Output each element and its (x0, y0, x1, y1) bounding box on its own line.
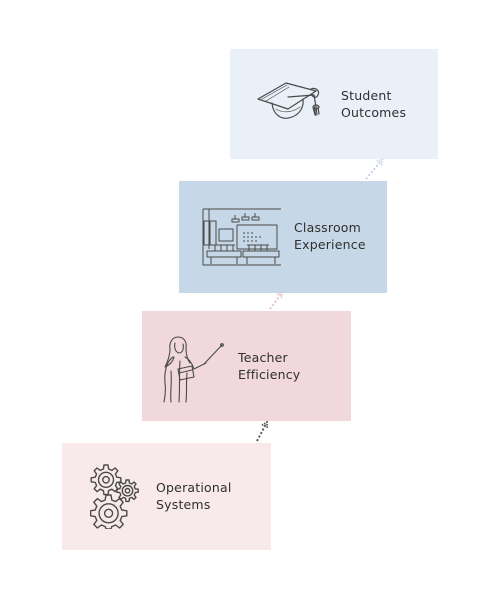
stage-operational-systems: Operational Systems (62, 443, 271, 550)
stage-label-line2: Outcomes (341, 105, 407, 120)
stage-teacher-efficiency: Teacher Efficiency (142, 311, 351, 421)
stage-label-line1: Operational (156, 480, 232, 495)
classroom-icon (202, 208, 281, 266)
stage-student-outcomes: Student Outcomes (230, 49, 438, 159)
teacher-icon (163, 336, 224, 403)
stage-label: Operational Systems (156, 479, 232, 513)
arrow-operational-to-teacher (256, 420, 269, 442)
graduation-cap-icon (257, 82, 320, 119)
stage-label-line2: Experience (294, 237, 366, 252)
stage-label-line1: Student (341, 88, 392, 103)
stage-label: Teacher Efficiency (238, 349, 300, 383)
stage-label: Student Outcomes (341, 87, 406, 121)
gears-icon (90, 464, 139, 529)
arrow-teacher-to-classroom (269, 291, 284, 310)
arrow-classroom-to-outcomes (365, 158, 384, 180)
stage-label-line2: Efficiency (238, 367, 301, 382)
stage-label: Classroom Experience (294, 219, 366, 253)
stage-label-line2: Systems (156, 497, 211, 512)
stage-label-line1: Teacher (238, 350, 288, 365)
stage-classroom-experience: Classroom Experience (179, 181, 387, 293)
stage-label-line1: Classroom (294, 220, 362, 235)
